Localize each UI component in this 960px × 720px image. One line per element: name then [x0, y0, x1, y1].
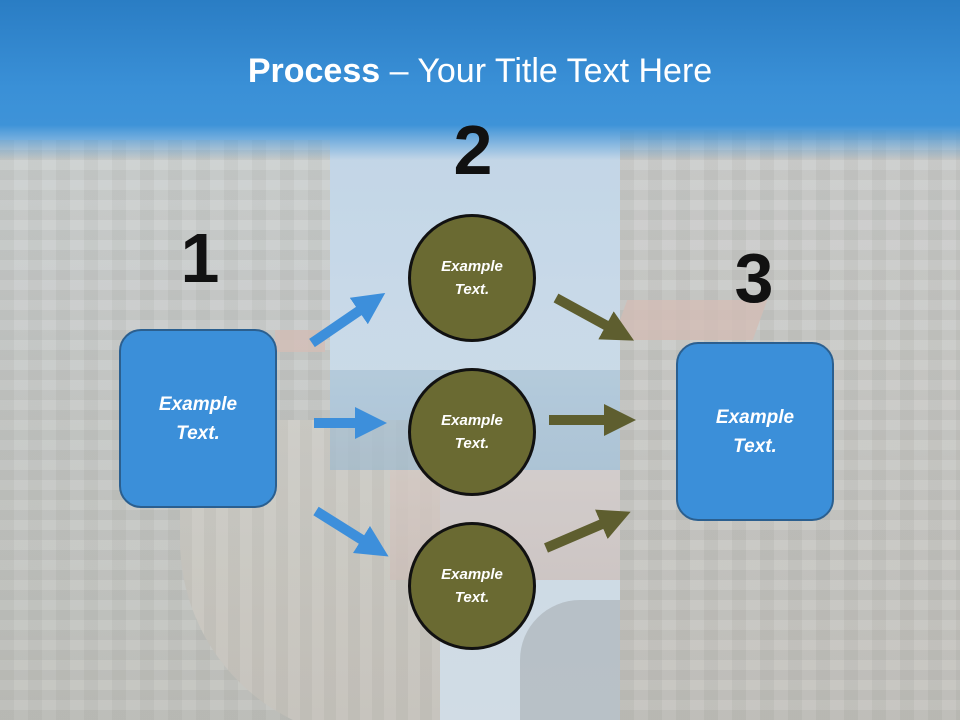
circle-middle-line1: Example	[441, 412, 503, 429]
circle-bottom-line1: Example	[441, 566, 503, 583]
left-box-line2: Text.	[176, 422, 220, 444]
circle-middle-line2: Text.	[454, 435, 490, 452]
arrow-olive-up	[544, 509, 631, 553]
circle-bottom-line2: Text.	[454, 589, 490, 606]
right-box-line2: Text.	[733, 435, 777, 457]
step-number-3: 3	[734, 239, 774, 317]
circle-top-line1: Example	[441, 258, 503, 275]
title-band	[0, 0, 960, 160]
title-rest: – Your Title Text Here	[380, 52, 713, 90]
arrow-olive-down	[553, 293, 635, 341]
left-box-line1: Example	[158, 393, 238, 415]
circle-top-line2: Text.	[454, 281, 490, 298]
arrow-blue-up	[309, 292, 386, 348]
slide-title: Process – Your Title Text Here	[0, 52, 960, 91]
step-number-1: 1	[180, 219, 220, 297]
title-bold: Process	[247, 52, 381, 90]
right-box-line1: Example	[715, 406, 795, 428]
arrow-blue-down	[313, 506, 389, 557]
step-number-2: 2	[453, 111, 493, 189]
